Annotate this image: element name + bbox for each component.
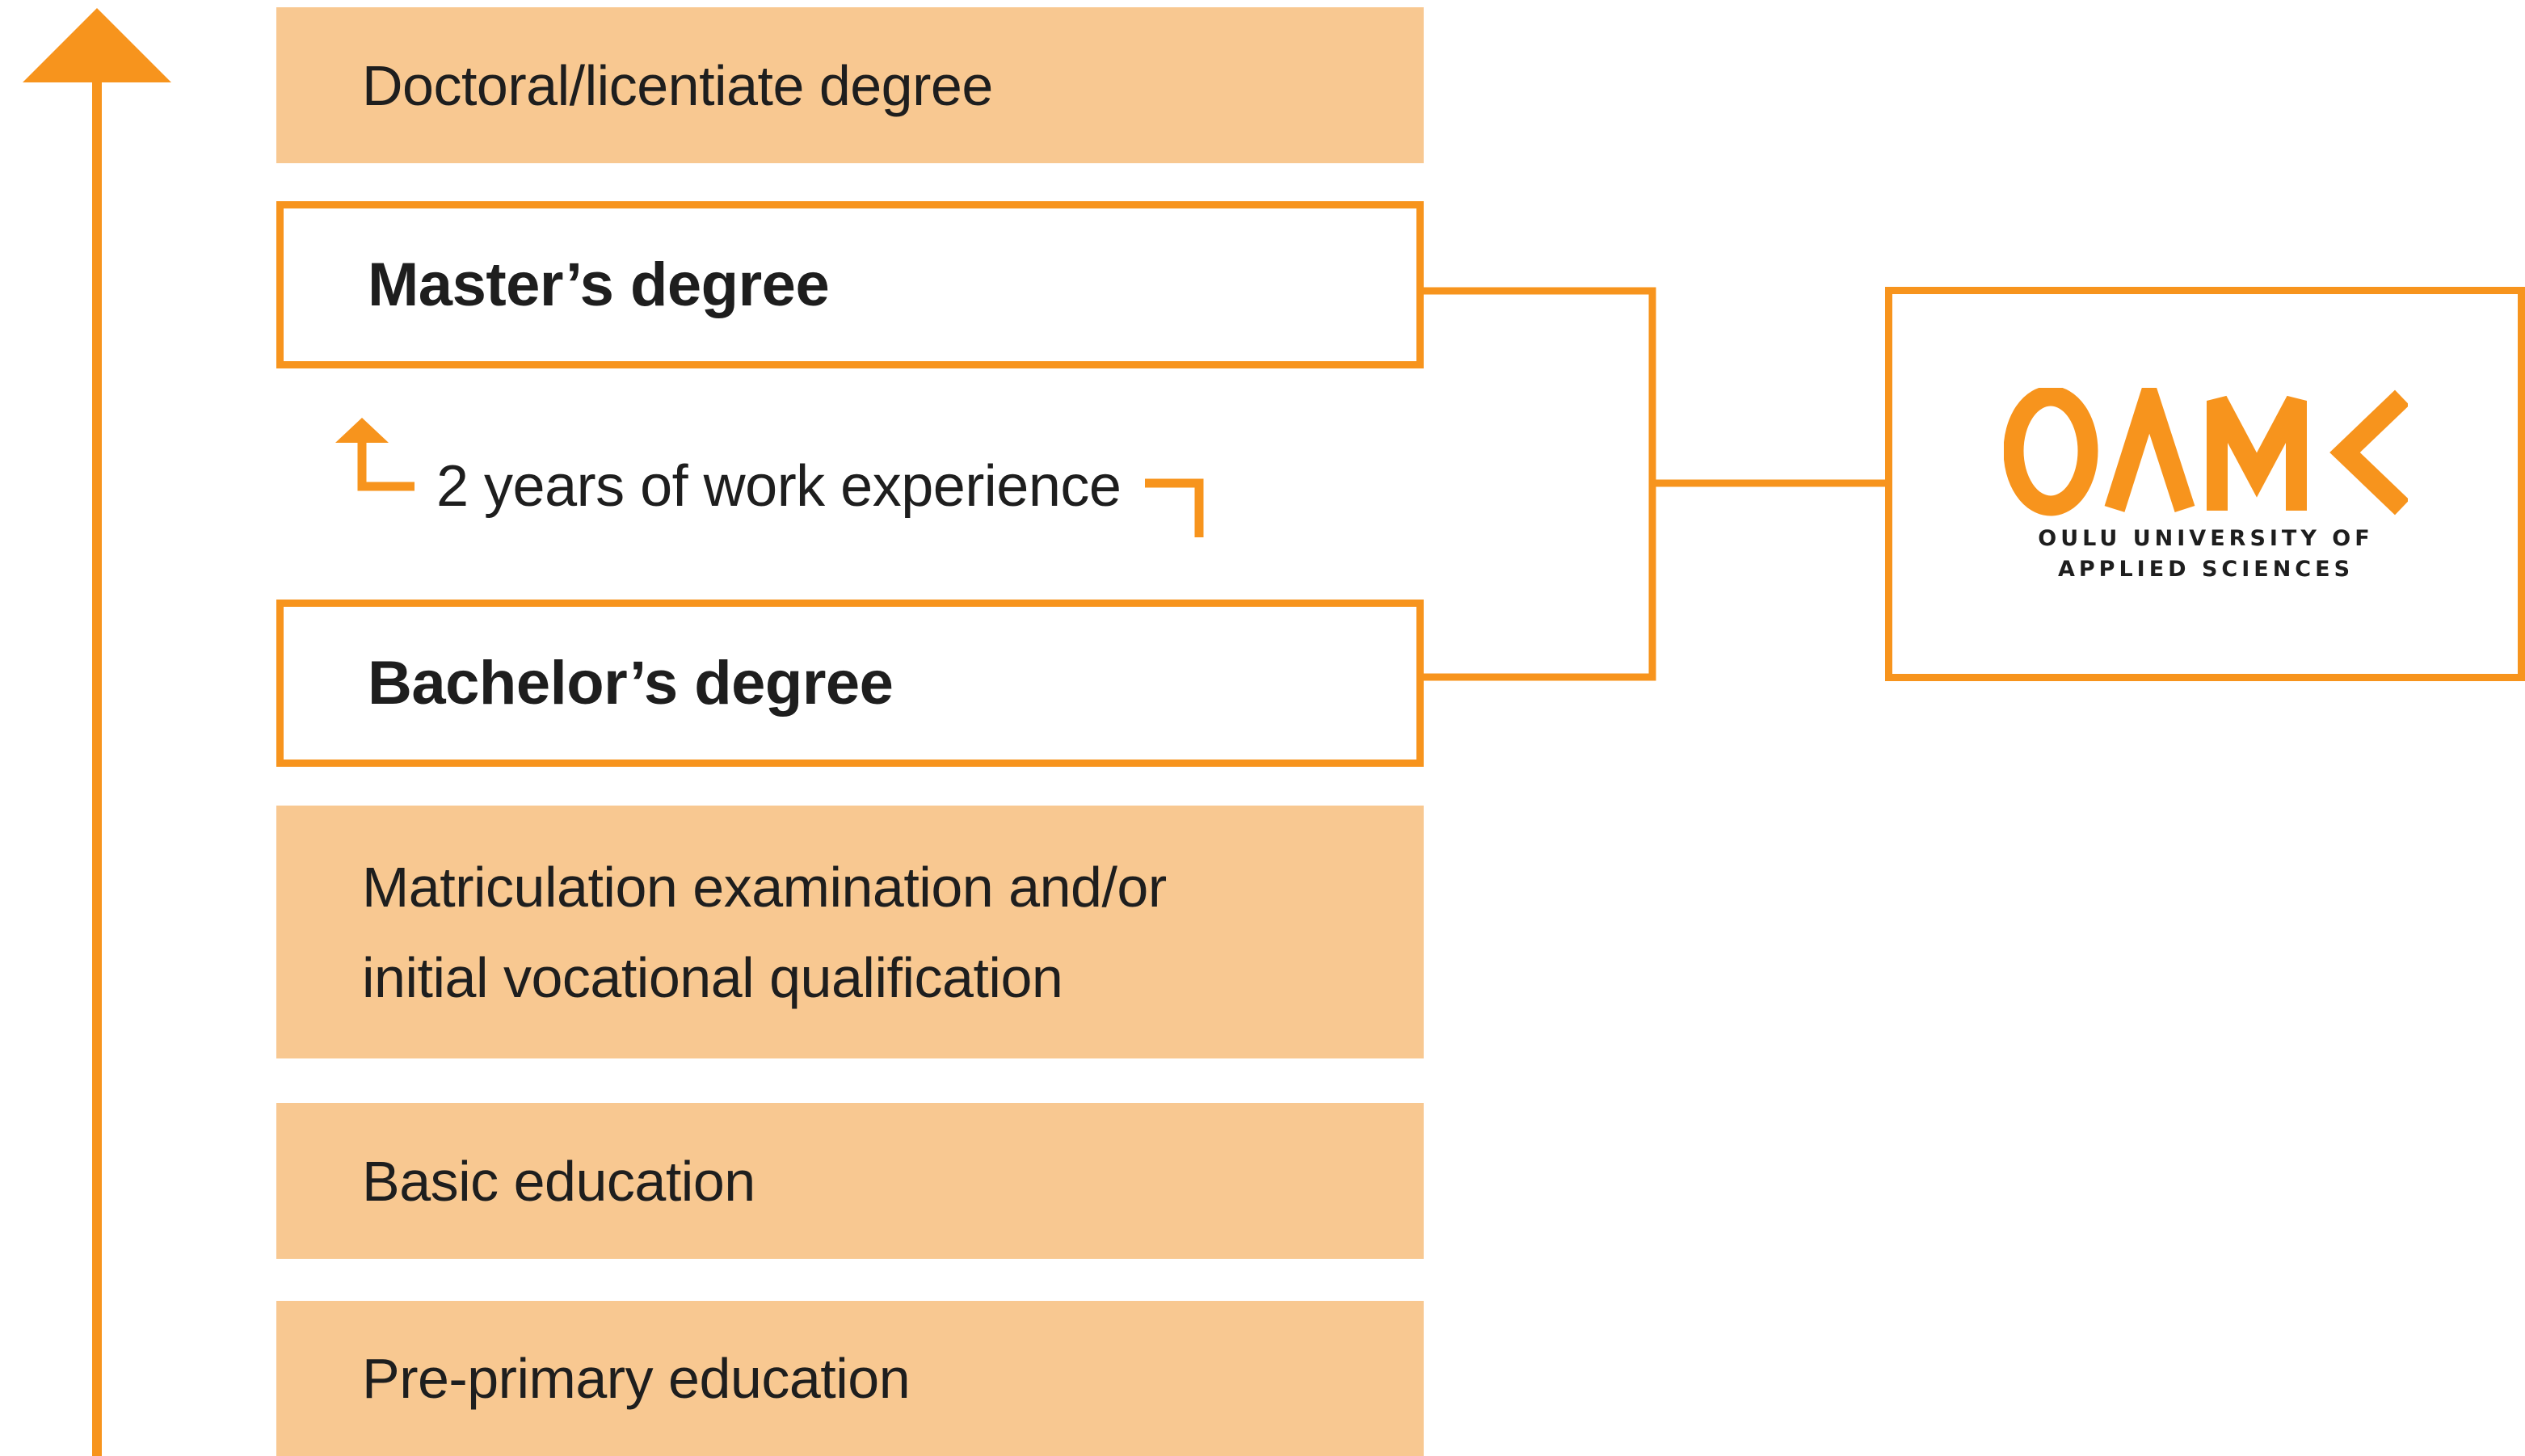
work-experience-note: 2 years of work experience (436, 446, 1122, 527)
oamk-logo-box (1885, 287, 2525, 681)
level-masters-label: Master’s degree (368, 250, 830, 319)
level-preprimary: Pre-primary education (276, 1301, 1424, 1456)
oamk-logo (2004, 388, 2408, 516)
level-doctoral-label: Doctoral/licentiate degree (362, 53, 993, 117)
masters-connector (1424, 287, 1656, 681)
bent-arrow-up-icon (335, 418, 415, 491)
progression-arrow-icon (23, 8, 171, 1456)
bent-line-icon (1145, 478, 1204, 537)
level-masters: Master’s degree (276, 201, 1424, 368)
level-doctoral: Doctoral/licentiate degree (276, 7, 1424, 163)
level-preprimary-label: Pre-primary education (362, 1347, 911, 1410)
level-bachelors: Bachelor’s degree (276, 600, 1424, 767)
level-matriculation-line1: Matriculation examination and/or (362, 855, 1167, 919)
level-matriculation: Matriculation examination and/or initial… (276, 806, 1424, 1058)
oamk-subtitle-line1: OULU UNIVERSITY OF (2038, 526, 2374, 551)
level-basic-label: Basic education (362, 1149, 755, 1213)
work-experience-label: 2 years of work experience (436, 454, 1122, 519)
level-bachelors-label: Bachelor’s degree (368, 648, 894, 717)
oamk-subtitle-line2: APPLIED SCIENCES (2057, 557, 2355, 582)
level-matriculation-line2: initial vocational qualification (362, 945, 1063, 1009)
level-basic: Basic education (276, 1103, 1424, 1259)
